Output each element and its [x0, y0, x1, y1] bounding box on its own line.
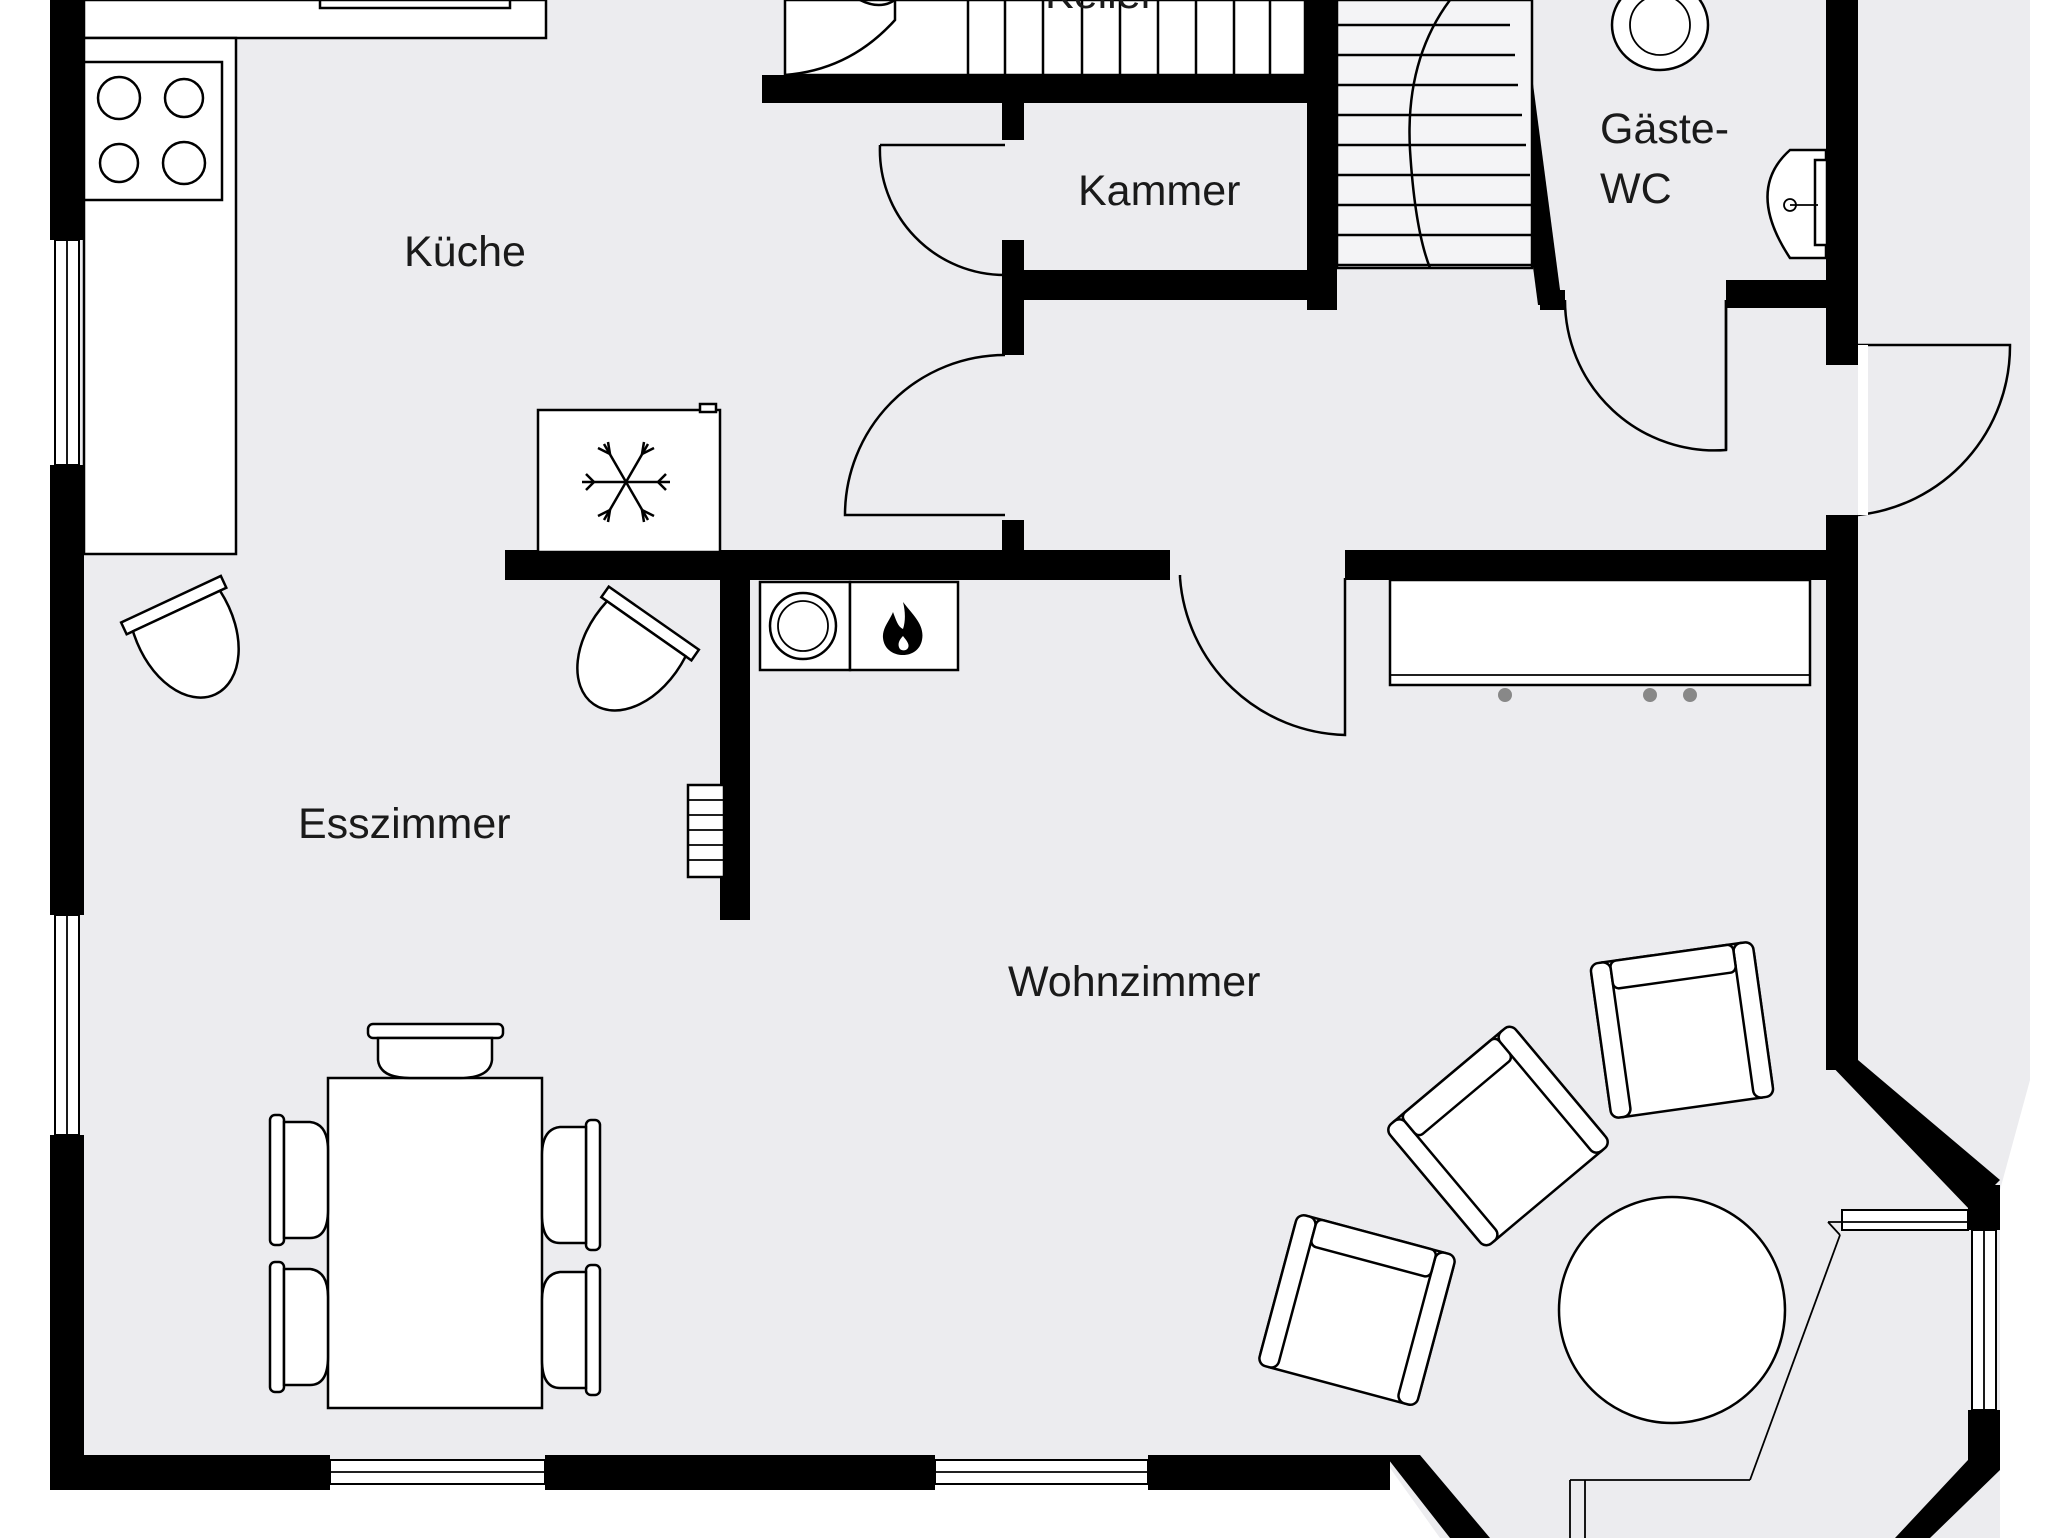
front-door[interactable] [1857, 343, 2012, 517]
living-armchair-middle [1387, 1025, 1609, 1247]
interior-walls [505, 0, 1858, 920]
dining-chair-left-1 [268, 1113, 330, 1247]
wc-door[interactable] [1563, 299, 1728, 452]
room-label-wohnzimmer: Wohnzimmer [1008, 958, 1260, 1006]
dining-chair-right-2 [540, 1263, 602, 1397]
kitchen-counter-top [82, 0, 548, 40]
dining-chair-right-1 [540, 1118, 602, 1252]
round-coffee-table [1557, 1195, 1787, 1425]
dining-chair-left-2 [268, 1260, 330, 1394]
room-label-gaeste-wc-line2: WC [1600, 165, 1672, 213]
windows [54, 239, 1997, 1538]
wc-sink [1766, 148, 1829, 260]
wc-toilet [1610, 0, 1710, 72]
room-label-gaeste-wc-line1: Gäste- [1600, 105, 1729, 153]
bay-floor [1440, 1070, 1990, 1538]
dining-table [326, 1076, 544, 1410]
outer-walls [50, 0, 2000, 1538]
living-room-door[interactable] [1178, 575, 1347, 737]
room-label-kueche: Küche [404, 228, 526, 276]
sideboard [1388, 578, 1812, 702]
stove [82, 60, 224, 202]
room-label-kammer: Kammer [1078, 167, 1240, 215]
armchair-kitchen-left [119, 574, 240, 699]
living-armchair-bottom [1258, 1213, 1456, 1407]
flame-icon [882, 602, 923, 655]
armchair-kitchen-right [576, 584, 701, 712]
main-staircase [1335, 0, 1540, 270]
washing-machine-icon [758, 580, 852, 672]
living-armchair-top [1589, 941, 1775, 1119]
radiator [686, 783, 726, 879]
keller-stairs [783, 0, 1307, 77]
kammer-door[interactable] [878, 143, 1006, 277]
dining-chair-top [366, 1022, 505, 1080]
snowflake-icon [582, 441, 670, 523]
room-label-keller: Keller [1045, 0, 1155, 18]
room-label-esszimmer: Esszimmer [298, 800, 511, 848]
kitchen-hall-door[interactable] [843, 353, 1006, 517]
